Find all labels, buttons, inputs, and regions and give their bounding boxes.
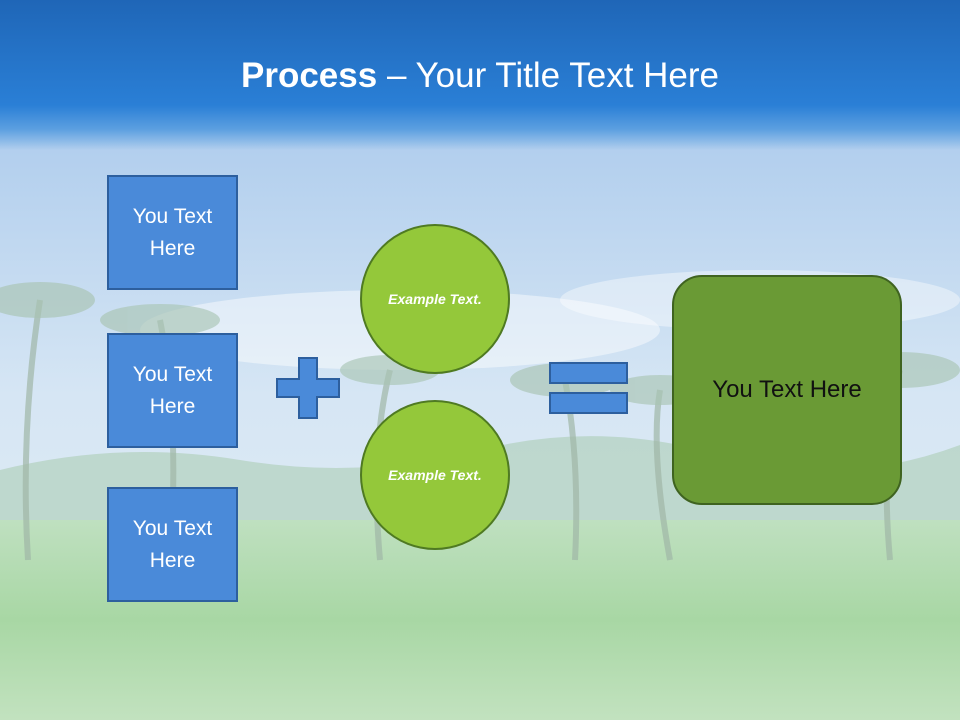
slide-title: Process – Your Title Text Here [0,54,960,98]
title-bold: Process [241,56,378,95]
result-box: You Text Here [672,275,902,505]
example-circle-2: Example Text. [360,400,510,550]
input-box-1: You Text Here [107,175,238,290]
input-box-2: You Text Here [107,333,238,448]
input-box-3: You Text Here [107,487,238,602]
example-circle-1: Example Text. [360,224,510,374]
plus-icon [276,357,340,419]
title-rest: – Your Title Text Here [377,56,719,95]
equals-icon [549,362,628,414]
title-bar [0,0,960,150]
